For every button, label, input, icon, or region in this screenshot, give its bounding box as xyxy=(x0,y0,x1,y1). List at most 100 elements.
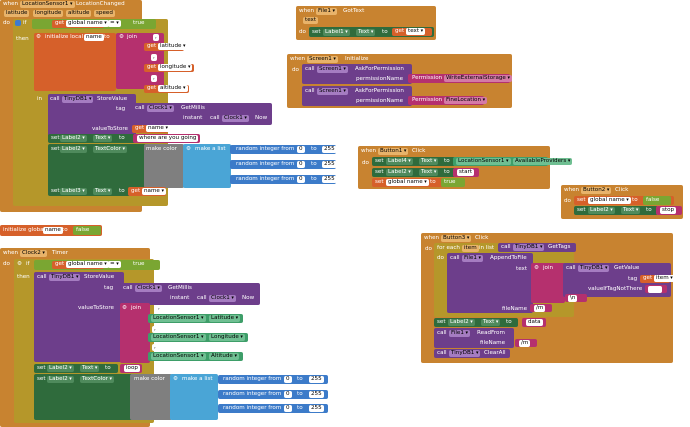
sensor-dropdown[interactable]: LocationSensor1 xyxy=(456,158,511,165)
prop-dropdown[interactable]: Text xyxy=(80,365,100,372)
comma-literal[interactable]: , xyxy=(156,305,162,312)
var-dropdown[interactable]: global name xyxy=(66,261,109,268)
gear-icon[interactable]: ⚙ xyxy=(534,265,540,271)
tinydb-dropdown[interactable]: TinyDB1 xyxy=(49,274,81,281)
gear-icon[interactable]: ⚙ xyxy=(36,34,42,40)
label2-dropdown[interactable]: Label2 xyxy=(588,207,615,214)
alt-dropdown[interactable]: Altitude xyxy=(209,353,239,360)
max-value[interactable]: 255 xyxy=(322,146,337,153)
make-color-block[interactable] xyxy=(144,144,184,188)
prop-dropdown[interactable]: Text xyxy=(419,158,439,165)
label2-dropdown[interactable]: Label2 xyxy=(448,319,475,326)
label2-dropdown[interactable]: Label2 xyxy=(60,146,87,153)
false-literal[interactable]: false xyxy=(646,197,660,203)
var-dropdown[interactable]: global name xyxy=(386,179,429,186)
label1-dropdown[interactable]: Label1 xyxy=(323,29,350,36)
start-text[interactable]: start xyxy=(457,169,475,176)
label3-dropdown[interactable]: Label3 xyxy=(60,188,87,195)
set-label2-text[interactable] xyxy=(574,206,658,215)
gear-icon[interactable]: ⚙ xyxy=(119,34,125,40)
clock-dropdown[interactable]: Clock1 xyxy=(147,105,174,112)
make-color-block[interactable] xyxy=(130,374,172,420)
set-label2-text[interactable] xyxy=(372,168,456,177)
longitude-dropdown[interactable]: longitude xyxy=(158,64,193,71)
label4-dropdown[interactable]: Label4 xyxy=(386,158,413,165)
providers-dropdown[interactable]: AvailableProviders xyxy=(513,158,573,165)
init-local-block[interactable] xyxy=(34,33,116,91)
component-dropdown[interactable]: Button2 xyxy=(581,187,612,194)
min-value[interactable]: 0 xyxy=(284,391,292,398)
component-dropdown[interactable]: Screen1 xyxy=(307,56,338,63)
prop-dropdown[interactable]: TextColor xyxy=(93,146,128,153)
empty-text[interactable] xyxy=(648,286,662,293)
prop-dropdown[interactable]: TextColor xyxy=(80,376,115,383)
min-value[interactable]: 0 xyxy=(284,405,292,412)
param-text[interactable]: text xyxy=(303,17,319,24)
join-block[interactable] xyxy=(120,303,150,363)
set-label2-text[interactable] xyxy=(434,318,518,327)
max-value[interactable]: 255 xyxy=(322,176,337,183)
prop-dropdown[interactable]: Text xyxy=(93,188,113,195)
perm-dropdown[interactable]: WriteExternalStorage xyxy=(444,75,512,82)
random-int-3[interactable] xyxy=(230,175,336,184)
label2-dropdown[interactable]: Label2 xyxy=(386,169,413,176)
screen-dropdown[interactable]: Screen1 xyxy=(317,88,348,95)
random-int-2[interactable] xyxy=(230,160,336,169)
file-dropdown[interactable]: File1 xyxy=(449,330,471,337)
max-value[interactable]: 255 xyxy=(309,376,324,383)
false-literal[interactable]: false xyxy=(76,227,90,233)
component-dropdown[interactable]: Button1 xyxy=(378,148,409,155)
prop-dropdown[interactable]: Text xyxy=(481,319,501,326)
lon-dropdown[interactable]: Longitude xyxy=(209,334,245,341)
file-append-block[interactable] xyxy=(447,253,533,313)
comma-literal[interactable]: , xyxy=(153,34,159,41)
comma-literal[interactable]: , xyxy=(152,344,158,351)
comma-literal[interactable]: , xyxy=(151,54,157,61)
true-literal[interactable]: true xyxy=(133,261,145,267)
prop-dropdown[interactable]: Text xyxy=(621,207,641,214)
join-block[interactable] xyxy=(531,263,565,303)
random-int-2[interactable] xyxy=(218,390,328,399)
prop-dropdown[interactable]: Text xyxy=(419,169,439,176)
random-int-1[interactable] xyxy=(230,145,336,154)
component-dropdown[interactable]: Button3 xyxy=(441,235,472,242)
clock-dropdown[interactable]: Clock1 xyxy=(135,285,162,292)
max-value[interactable]: 255 xyxy=(309,391,324,398)
stop-text[interactable]: stop xyxy=(660,207,677,214)
prop-dropdown[interactable]: Text xyxy=(356,29,376,36)
true-literal[interactable]: true xyxy=(444,179,456,185)
item-field[interactable]: item xyxy=(462,245,479,252)
gear-icon[interactable]: ⚙ xyxy=(173,376,179,382)
random-int-1[interactable] xyxy=(218,375,328,384)
file-dropdown[interactable]: File1 xyxy=(462,255,484,262)
tinydb-dropdown[interactable]: TinyDB1 xyxy=(62,96,94,103)
lat-dropdown[interactable]: Latitude xyxy=(209,315,241,322)
item-dropdown[interactable]: item xyxy=(654,275,675,282)
tinydb-dropdown[interactable]: TinyDB1 xyxy=(513,244,545,251)
var-dropdown[interactable]: global name xyxy=(66,20,109,27)
tinydb-dropdown[interactable]: TinyDB1 xyxy=(449,350,481,357)
eq-operator[interactable]: = xyxy=(108,261,121,268)
name-dropdown[interactable]: name xyxy=(146,125,170,132)
min-value[interactable]: 0 xyxy=(297,161,305,168)
param-longitude[interactable]: longitude xyxy=(33,10,64,17)
max-value[interactable]: 255 xyxy=(322,161,337,168)
set-label2-text[interactable] xyxy=(34,364,118,373)
tinydb-storevalue-block[interactable] xyxy=(34,272,124,362)
altitude-dropdown[interactable]: altitude xyxy=(158,85,188,92)
label2-dropdown[interactable]: Label2 xyxy=(60,135,87,142)
param-altitude[interactable]: altitude xyxy=(66,10,92,17)
component-dropdown[interactable]: LocationSensor1 xyxy=(20,1,75,8)
gear-icon[interactable]: ⚙ xyxy=(122,305,128,311)
latitude-dropdown[interactable]: latitude xyxy=(158,43,188,50)
false-block[interactable] xyxy=(73,226,101,235)
min-value[interactable]: 0 xyxy=(297,176,305,183)
set-label3-text[interactable] xyxy=(48,187,132,196)
true-literal[interactable]: true xyxy=(133,20,145,26)
text-dropdown[interactable]: text xyxy=(406,28,426,35)
true-block[interactable] xyxy=(441,178,465,187)
local-name-field[interactable]: name xyxy=(84,34,104,41)
label2-dropdown[interactable]: Label2 xyxy=(47,365,74,372)
screen-dropdown[interactable]: Screen1 xyxy=(317,66,348,73)
false-block[interactable] xyxy=(643,196,671,205)
